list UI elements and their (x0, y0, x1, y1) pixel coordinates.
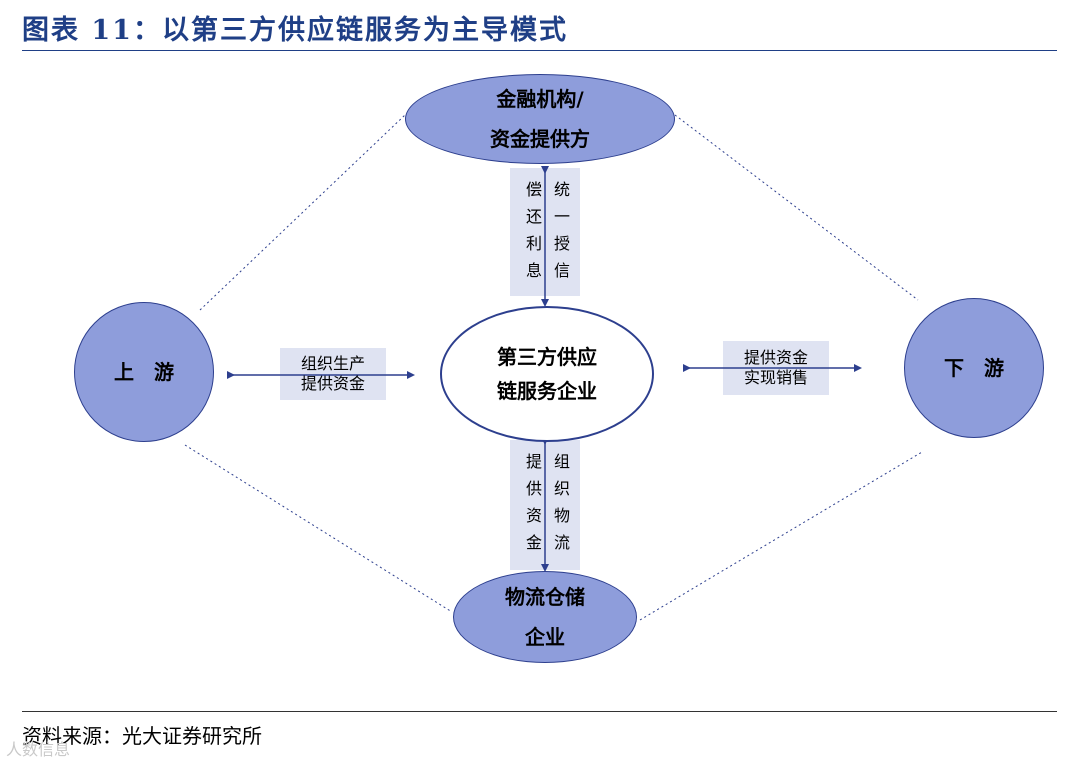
center-node-line1: 第三方供应 (497, 345, 597, 369)
flow-label-provide-funds-left: 提供资金 (300, 374, 365, 393)
upstream-node: 上 游 (74, 302, 214, 442)
watermark-text: 人数信息 (6, 740, 71, 759)
flow-label-provide-funds-right: 提供资金 (743, 348, 808, 367)
dotted-line-upstream-finance (199, 114, 406, 311)
flow-label-realize-sales: 实现销售 (743, 368, 808, 387)
finance-node-line1: 金融机构/ (496, 87, 584, 111)
upstream-node-label: 上 游 (114, 360, 174, 384)
source-note: 资料来源：光大证券研究所 (22, 724, 262, 748)
flow-label-organize-production: 组织生产 (300, 354, 365, 373)
figure-title: 图表 11：以第三方供应链服务为主导模式 (22, 15, 568, 46)
flow-label-repay-interest: 偿还利息 (525, 180, 542, 280)
flow-label-left: 组织生产 提供资金 (280, 349, 386, 399)
logistics-node-line1: 物流仓储 (505, 585, 585, 609)
title-divider (22, 50, 1057, 51)
third-party-supply-chain-node: 第三方供应 链服务企业 (440, 306, 654, 442)
center-node-line2: 链服务企业 (497, 379, 597, 403)
flow-label-provide-funds-bottom: 提供资金 (525, 452, 542, 552)
finance-institution-node: 金融机构/ 资金提供方 (405, 74, 675, 164)
logistics-node-line2: 企业 (525, 625, 565, 649)
footer-divider (22, 711, 1057, 712)
flow-label-unified-credit: 统一授信 (553, 180, 570, 280)
downstream-node-label: 下 游 (944, 356, 1004, 380)
downstream-node: 下 游 (904, 298, 1044, 438)
logistics-warehousing-node: 物流仓储 企业 (453, 571, 637, 663)
dotted-line-finance-downstream (674, 114, 919, 301)
finance-node-line2: 资金提供方 (490, 127, 590, 151)
dotted-line-logistics-downstream (639, 451, 923, 621)
flow-label-right: 提供资金 实现销售 (723, 342, 829, 394)
flow-label-organize-logistics: 组织物流 (553, 452, 570, 552)
dotted-line-upstream-logistics (184, 444, 453, 613)
